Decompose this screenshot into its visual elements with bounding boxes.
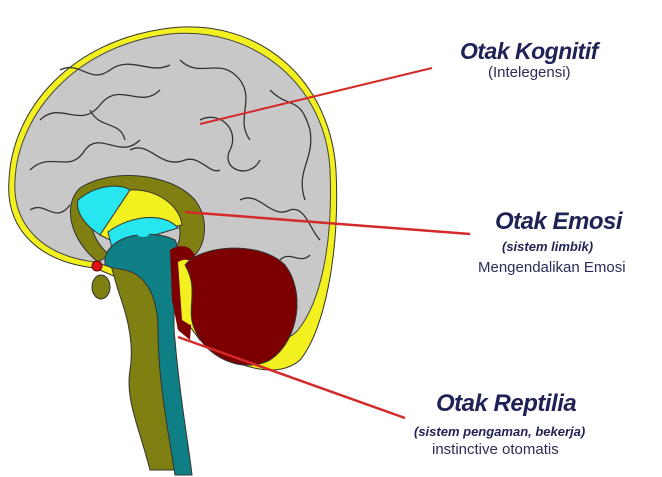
cyan-spot xyxy=(137,231,149,237)
leader-line-reptilia xyxy=(177,335,406,420)
brainstem xyxy=(104,233,193,476)
label-kognitif-subtitle: (Intelegensi) xyxy=(488,64,571,81)
label-reptilia-note: (sistem pengaman, bekerja) xyxy=(414,424,586,439)
leader-line-kognitif xyxy=(199,67,433,125)
label-emosi-note: (sistem limbik) xyxy=(502,239,594,254)
label-emosi-subtitle: Mengendalikan Emosi xyxy=(478,259,626,276)
cerebellum xyxy=(184,247,298,366)
pituitary-gland xyxy=(91,274,111,300)
label-reptilia-title: Otak Reptilia xyxy=(436,390,577,417)
gyri-lines xyxy=(29,59,321,261)
label-kognitif-title: Otak Kognitif xyxy=(460,38,598,64)
label-emosi-title: Otak Emosi xyxy=(495,208,623,235)
pineal-dot xyxy=(91,260,103,272)
label-reptilia-subtitle: instinctive otomatis xyxy=(432,441,559,458)
leader-line-emosi xyxy=(184,210,471,236)
